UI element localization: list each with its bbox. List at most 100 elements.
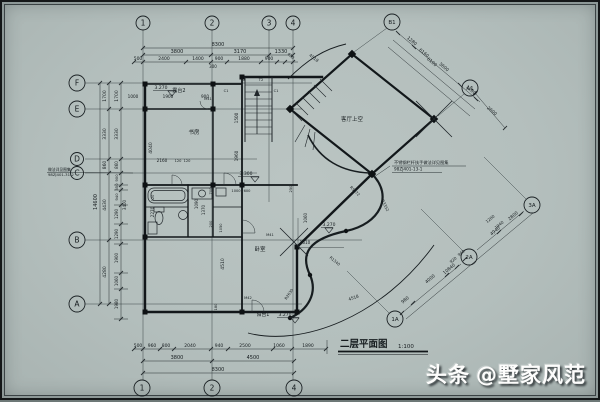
note-leaders xyxy=(47,165,466,248)
dim-label: 2800 xyxy=(507,210,520,222)
window-tag: C1 xyxy=(224,89,229,93)
dim-label: 300 xyxy=(209,64,217,69)
room-label-study: 书房 xyxy=(188,128,200,136)
axis-id: A1 xyxy=(466,86,473,92)
axis-circle xyxy=(70,166,84,180)
dim-label: 2160 xyxy=(157,158,168,163)
dim-label: 940 xyxy=(215,343,224,349)
note-left: 做法详见图集 xyxy=(48,167,71,172)
dim-label: 860 xyxy=(102,161,108,170)
dim-label: 940 xyxy=(114,193,119,201)
axis-circle xyxy=(68,74,86,92)
dim-label: 8300 xyxy=(212,42,225,48)
watermark: 头条@墅家风范 xyxy=(426,359,586,389)
dim-label: 960 xyxy=(148,343,157,349)
dim-label: 120 xyxy=(151,194,155,202)
dim-label: 430 xyxy=(286,51,295,60)
dim-label: 1900 xyxy=(114,252,119,263)
axis-circle xyxy=(523,196,541,214)
dim-label: 1610 xyxy=(300,240,311,245)
room-label-balcony1: 阳台1 xyxy=(257,311,270,318)
dim-label: 120 xyxy=(184,159,192,163)
dim-label: 1330 xyxy=(275,49,288,55)
dim-label: 4430 xyxy=(102,199,108,211)
axis-grid xyxy=(85,27,527,380)
dim-label: 250 xyxy=(289,185,293,193)
axis-id: B xyxy=(74,235,79,244)
dim-label: 2600 xyxy=(485,105,498,117)
dim-label: 4040 xyxy=(148,142,154,154)
axis-marker-4: 4 xyxy=(285,379,303,397)
dim-label: 1060 xyxy=(303,212,308,223)
dim-label: 1090 xyxy=(194,198,199,209)
elevation-markers xyxy=(153,90,334,324)
dim-label: 120 xyxy=(175,159,183,163)
axis-marker-D: D xyxy=(70,152,84,166)
radius-label: R3352 xyxy=(380,199,390,213)
dim-label: 1700 xyxy=(102,90,108,102)
dim-label: 350 xyxy=(114,183,119,191)
axis-marker-2A: 2A xyxy=(460,248,478,266)
title-block: 二层平面图 1:100 xyxy=(338,339,428,355)
drawing-scale: 1:100 xyxy=(398,344,414,350)
axis-circle xyxy=(68,295,86,313)
window-tag: T2 xyxy=(258,78,263,82)
dimension-lines xyxy=(97,30,534,376)
dim-label: 1370 xyxy=(201,204,206,215)
axis-marker-3: 3 xyxy=(261,15,277,31)
axis-id: 1 xyxy=(141,18,146,27)
bathtub xyxy=(147,187,189,204)
dim-label: 4280 xyxy=(102,266,108,278)
dim-label: 1890 xyxy=(302,343,314,349)
dim-label: 900 xyxy=(265,56,274,62)
dim-label: 1000 xyxy=(128,94,139,99)
axis-circle xyxy=(68,231,86,249)
wash-basin xyxy=(178,210,188,220)
dim-label: 1940 xyxy=(494,219,505,230)
axis-marker-1A: 1A xyxy=(386,310,404,328)
door-tag: M41 xyxy=(266,233,274,237)
dim-label: 1700 xyxy=(114,90,120,102)
dim-label: 4510 xyxy=(220,258,226,270)
watermark-handle: @墅家风范 xyxy=(476,363,586,387)
dim-label: 800 xyxy=(162,343,171,349)
dim-label: 3330 xyxy=(114,128,120,140)
dim-label: 1980 xyxy=(114,298,119,309)
curved-walls xyxy=(247,43,435,337)
axis-marker-A: A xyxy=(68,295,86,313)
axis-id: D xyxy=(74,154,80,163)
dim-label: 900 xyxy=(201,94,209,99)
room-label-bedroom: 卧室 xyxy=(254,245,266,253)
axis-circle xyxy=(70,152,84,166)
dim-label: 3800 xyxy=(171,355,184,361)
dim-label: 180 xyxy=(214,303,218,311)
dim-label: 1280 xyxy=(405,35,418,47)
axis-marker-F: F xyxy=(68,74,86,92)
dim-label: 900 xyxy=(114,174,119,182)
axis-id: 4 xyxy=(291,18,296,27)
dim-label: 1880 xyxy=(238,56,250,62)
cross-markers xyxy=(279,100,453,257)
axis-circle xyxy=(133,379,151,397)
axis-marker-2: 2 xyxy=(204,15,220,31)
dim-label: 1060 xyxy=(114,275,119,286)
dim-label: 920 xyxy=(449,255,458,264)
axis-marker-B: B xyxy=(68,231,86,249)
room-label-terrace2: 露台2 xyxy=(172,87,185,94)
axis-marker-E: E xyxy=(68,100,86,118)
dim-label: 3330 xyxy=(102,128,108,140)
axis-circle xyxy=(460,248,478,266)
elevation-label: 3.270 xyxy=(279,312,292,318)
drawing-title: 二层平面图 xyxy=(340,339,388,350)
dim-label: 1060 xyxy=(273,343,285,349)
bathroom-fixtures xyxy=(147,187,227,235)
axis-marker-1: 1 xyxy=(133,379,151,397)
dim-label: 3400 xyxy=(122,199,127,210)
room-label-livingroom-void: 客厅上空 xyxy=(341,115,364,123)
door-tag: M42 xyxy=(244,296,252,300)
dim-label: 1400 xyxy=(192,56,204,62)
dim-label: 3170 xyxy=(234,49,247,55)
